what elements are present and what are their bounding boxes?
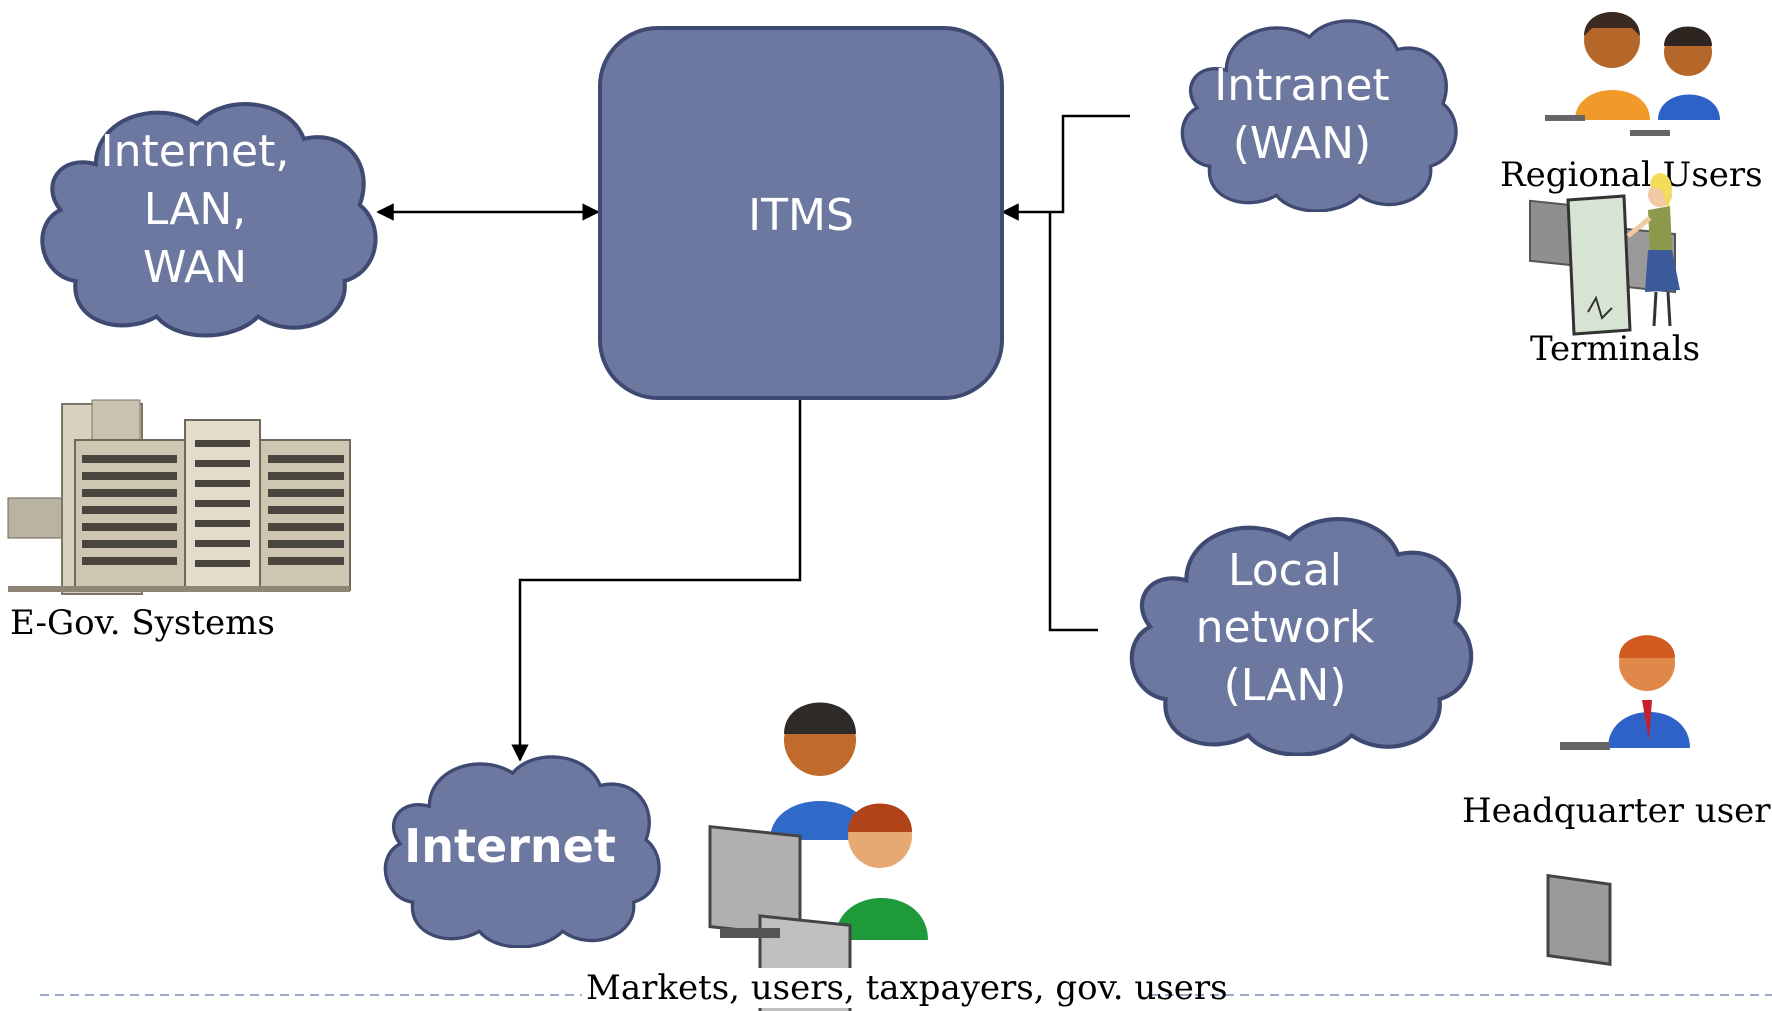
cloud-local-line1: Local <box>1228 545 1342 596</box>
cloud-local-network: Local network (LAN) <box>1132 519 1471 755</box>
markets-users-caption: Markets, users, taxpayers, gov. users <box>586 968 1228 1008</box>
cloud-internet-lan-wan-line1: Internet, <box>101 126 290 177</box>
connector-intranet-itms <box>1001 114 1130 221</box>
terminals-caption: Terminals <box>1530 329 1700 369</box>
egov-caption: E-Gov. Systems <box>10 603 275 643</box>
cloud-internet: Internet <box>385 757 659 947</box>
terminal-kiosk-icon <box>1566 172 1680 336</box>
computer-user-icon <box>1546 635 1690 966</box>
connector-itms-internet <box>511 398 802 762</box>
cloud-local-line2: network <box>1196 602 1375 653</box>
cloud-intranet-wan: Intranet (WAN) <box>1182 21 1456 211</box>
cloud-intranet-line2: (WAN) <box>1233 118 1371 169</box>
cloud-internet-lan-wan-line2: LAN, <box>144 184 247 235</box>
connectors <box>376 114 1130 762</box>
itms-box: ITMS <box>598 26 1004 400</box>
computer-users-icon-markets <box>708 702 928 1011</box>
office-building-icon <box>7 399 351 595</box>
connector-lan-itms <box>1048 212 1098 632</box>
cloud-intranet-line1: Intranet <box>1214 60 1389 111</box>
regional-users-caption: Regional Users <box>1500 155 1763 195</box>
itms-label: ITMS <box>748 190 854 241</box>
cloud-local-line3: (LAN) <box>1224 660 1347 711</box>
cloud-internet-lan-wan-line3: WAN <box>143 242 247 293</box>
headquarter-users-caption: Headquarter users <box>1462 791 1772 831</box>
cloud-internet-lan-wan: Internet, LAN, WAN <box>42 104 375 335</box>
cloud-internet-label: Internet <box>404 819 616 873</box>
